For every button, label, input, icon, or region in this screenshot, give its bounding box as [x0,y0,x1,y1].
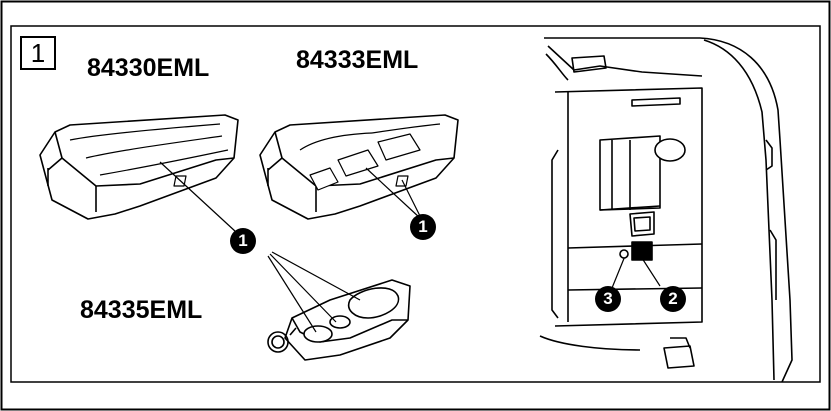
callout-3-indicator-led: 3 [595,286,621,312]
figure-number: 1 [20,36,56,70]
transmitter-84330eml [39,114,239,220]
transmitter-84333eml [259,114,459,220]
callout-1-left: 1 [230,228,256,254]
callout-1-right: 1 [410,214,436,240]
opener-housing [539,37,793,383]
callout-leaders [159,161,661,333]
inner-panel [10,25,821,383]
model-label-84330eml: 84330EML [87,54,210,82]
model-label-84333eml: 84333EML [296,46,419,74]
model-label-84335eml: 84335EML [80,296,203,324]
callout-2-learn-button: 2 [660,286,686,312]
transmitter-84335eml [267,279,411,361]
